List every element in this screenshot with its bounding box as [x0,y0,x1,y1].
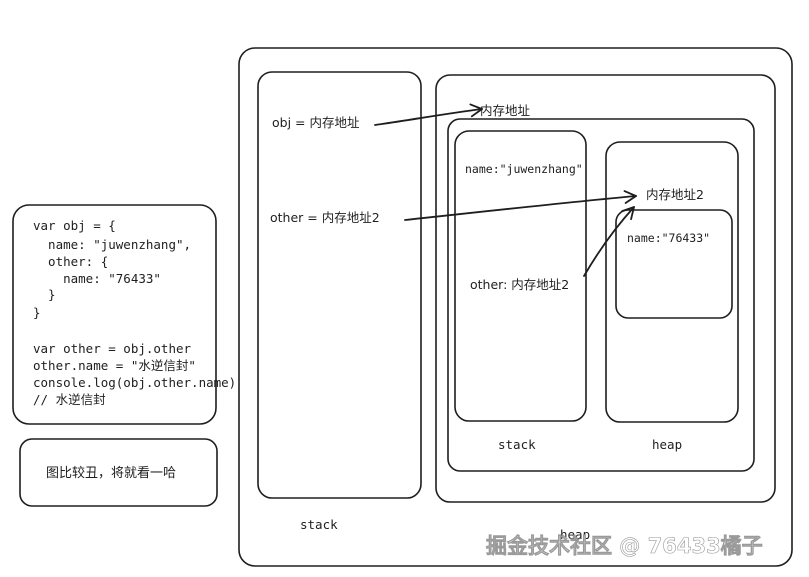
outer-stack-frame [257,71,422,499]
inner-other-entry: other: 内存地址2 [470,277,569,292]
inner-stack-frame [454,130,587,422]
code-line: console.log(obj.other.name) [33,375,236,390]
stack-entry-other: other = 内存地址2 [270,210,380,225]
inner-heap-name-entry: name:"76433" [627,231,710,245]
inner-stack-label: stack [498,437,536,452]
code-line: other: { [33,254,108,269]
code-box: var obj = { name: "juwenzhang", other: {… [12,204,244,425]
heap-region: 内存地址 name:"juwenzhang" other: 内存地址2 stac… [435,74,776,542]
arrow-other-to-address2 [404,190,637,221]
inner-heap-label: heap [652,437,682,452]
code-block: var obj = { name: "juwenzhang", other: {… [33,218,244,407]
code-line: var other = obj.other [33,341,192,356]
note-text: 图比较丑，将就看一哈 [46,465,176,481]
code-line: } [33,305,41,320]
code-line: other.name = "水逆信封" [33,358,196,373]
heap-object-frame [447,118,755,472]
code-line: name: "juwenzhang", [33,237,191,252]
code-line: } [33,287,56,302]
memory-container [238,47,793,567]
inner-name-entry: name:"juwenzhang" [465,162,583,176]
code-box-frame [12,204,217,425]
inner-heap-frame [605,141,739,423]
watermark: 掘金技术社区 @ 76433橘子 [486,534,763,558]
code-line: // 水逆信封 [33,392,106,407]
heap-frame [435,74,776,503]
arrow-obj-to-address [374,103,483,126]
note-box-frame [19,438,218,507]
inner-heap-object-frame [615,209,733,319]
note-box: 图比较丑，将就看一哈 [19,438,218,507]
outer-stack-label: stack [300,517,338,532]
stack-entry-obj: obj = 内存地址 [272,115,360,130]
outer-stack: obj = 内存地址 other = 内存地址2 stack [257,71,422,532]
code-line: var obj = { [33,218,116,233]
code-line: name: "76433" [33,271,161,286]
heap-label: heap [560,527,590,542]
inner-heap-address-label: 内存地址2 [646,187,704,202]
heap-address-label: 内存地址 [480,103,531,118]
arrow-field-to-address2 [583,206,635,277]
